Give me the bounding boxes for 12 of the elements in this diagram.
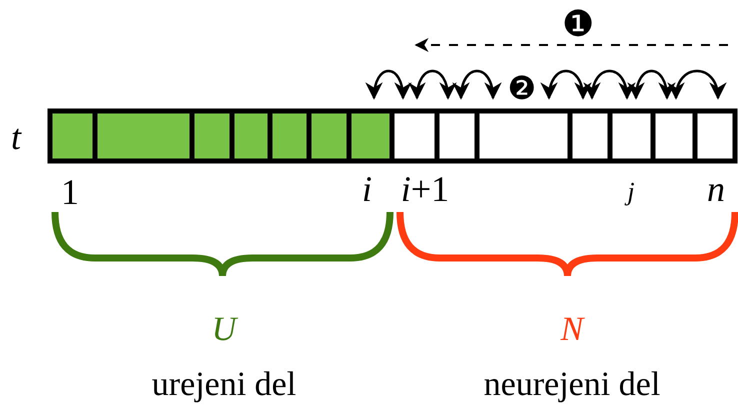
index-label: 1: [61, 174, 79, 210]
index-label: i+1: [400, 171, 450, 207]
part-caption: neurejeni del: [484, 368, 660, 402]
part-symbol: U: [212, 313, 236, 347]
part-symbol: N: [560, 313, 584, 347]
index-label: i: [362, 171, 372, 207]
array-name: t: [11, 119, 21, 155]
step-number: ❶: [562, 6, 594, 42]
part-caption: urejeni del: [152, 368, 296, 402]
step-number: ❷: [508, 72, 536, 104]
index-label: j: [627, 179, 635, 205]
index-label: n: [707, 171, 725, 207]
